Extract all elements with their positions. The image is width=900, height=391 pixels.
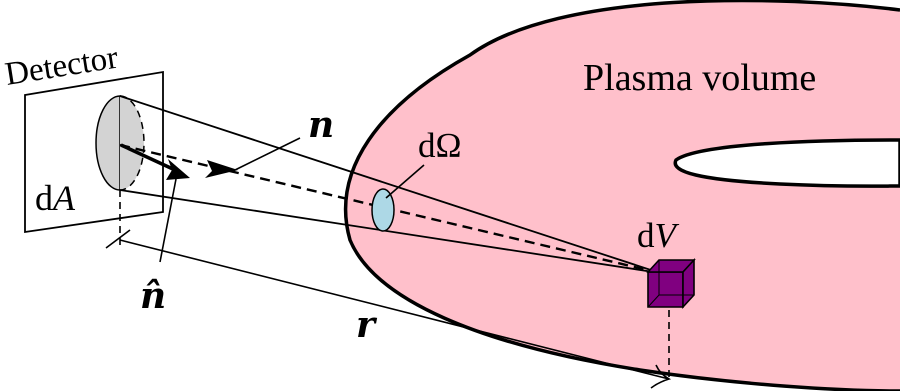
plasma-volume-shape — [345, 0, 900, 391]
nhat-label: n̂ — [140, 275, 166, 317]
plasma-outer-edge — [344, 0, 900, 391]
r-arrow-line — [119, 239, 670, 380]
cone-line-top — [119, 95, 661, 274]
detector-area-disc-right — [119, 95, 145, 191]
nhat-arrowhead — [166, 159, 190, 180]
nhat-shaft — [120, 143, 176, 172]
solid-angle-disc — [371, 188, 395, 232]
volume-element: dV — [637, 216, 696, 310]
direction-vector-n: n — [205, 104, 334, 178]
r-tick-left — [105, 229, 131, 249]
volume-element-label: dV — [637, 216, 680, 255]
r-arrowhead — [650, 364, 672, 389]
solid-angle-label: dΩ — [418, 126, 462, 165]
cone-line-bottom — [119, 189, 661, 274]
area-element-label: dA — [35, 178, 76, 218]
detector: Detector dA — [3, 40, 164, 234]
plasma-inner-hole — [673, 138, 900, 188]
plasma-volume-label: Plasma volume — [583, 57, 816, 99]
plasma-torus — [344, 0, 900, 391]
n-pointer — [232, 137, 301, 172]
normal-vector-nhat: n̂ — [120, 143, 190, 317]
solid-angle-pointer — [385, 164, 425, 199]
r-label: r — [356, 304, 378, 346]
nhat-pointer — [159, 178, 177, 263]
detector-area-disc — [95, 95, 121, 191]
n-label: n — [308, 104, 334, 146]
distance-r: r — [105, 190, 672, 389]
n-arrowhead — [205, 160, 238, 178]
